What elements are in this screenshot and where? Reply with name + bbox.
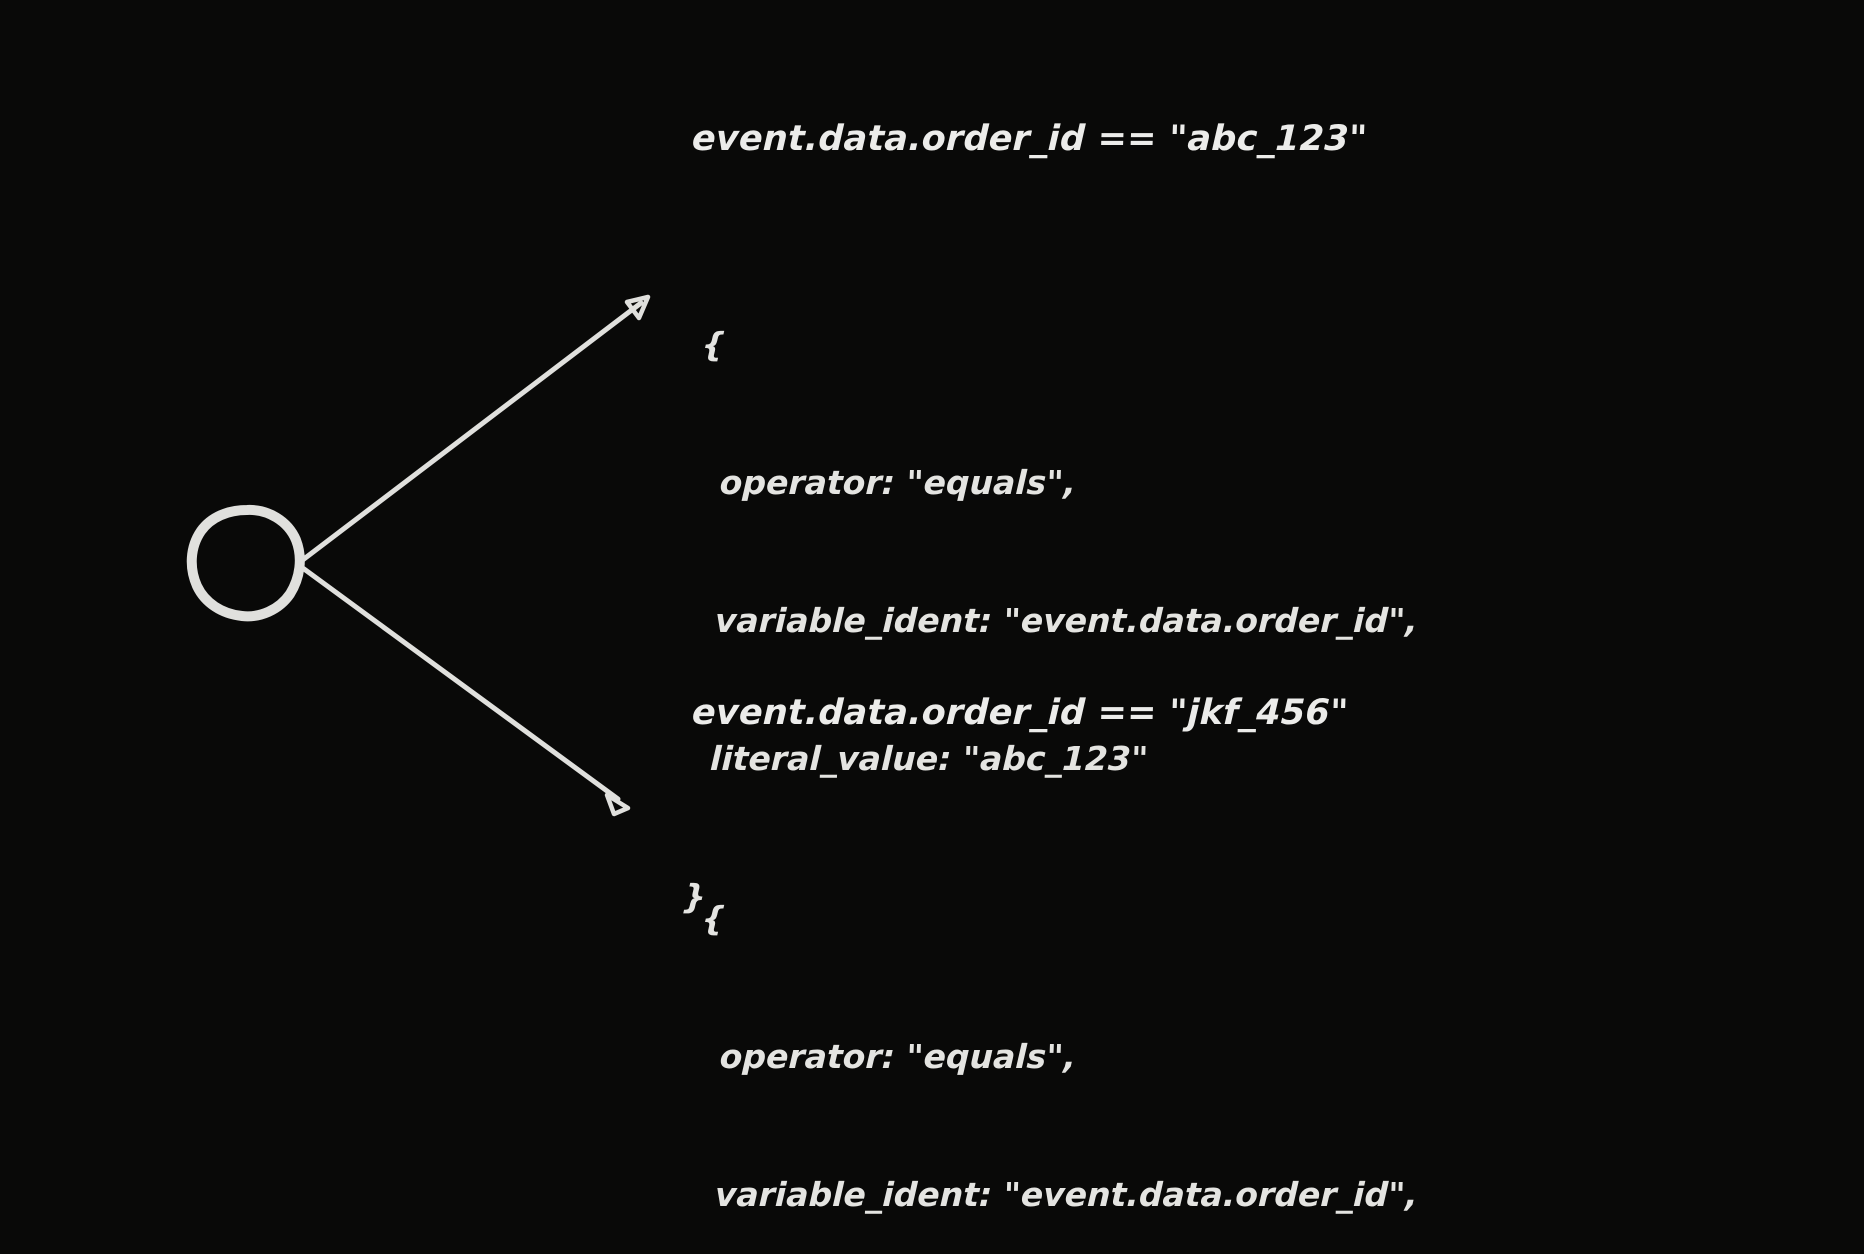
root-node[interactable] (186, 504, 305, 622)
arrowhead-branch-1 (624, 294, 651, 321)
branch-2-heading: event.data.order_id == "jkf_456" (691, 693, 1350, 733)
json-line-operator: operator: "equals", (696, 1037, 1077, 1076)
json-line-variable-ident: variable_ident: "event.data.order_id", (691, 601, 1419, 640)
json-line-operator: operator: "equals", (696, 463, 1077, 502)
arrowhead-branch-2 (604, 792, 631, 817)
branch-2-block: event.data.order_id == "jkf_456" { opera… (691, 652, 1418, 1254)
edge-to-branch-2 (297, 563, 631, 817)
json-line-open: { (700, 325, 726, 364)
branch-1-heading: event.data.order_id == "abc_123" (691, 119, 1369, 159)
edge-to-branch-1 (297, 294, 651, 565)
json-line-open: { (700, 899, 726, 938)
branch-2-json: { operator: "equals", variable_ident: "e… (678, 804, 1431, 1254)
json-line-variable-ident: variable_ident: "event.data.order_id", (691, 1175, 1419, 1214)
